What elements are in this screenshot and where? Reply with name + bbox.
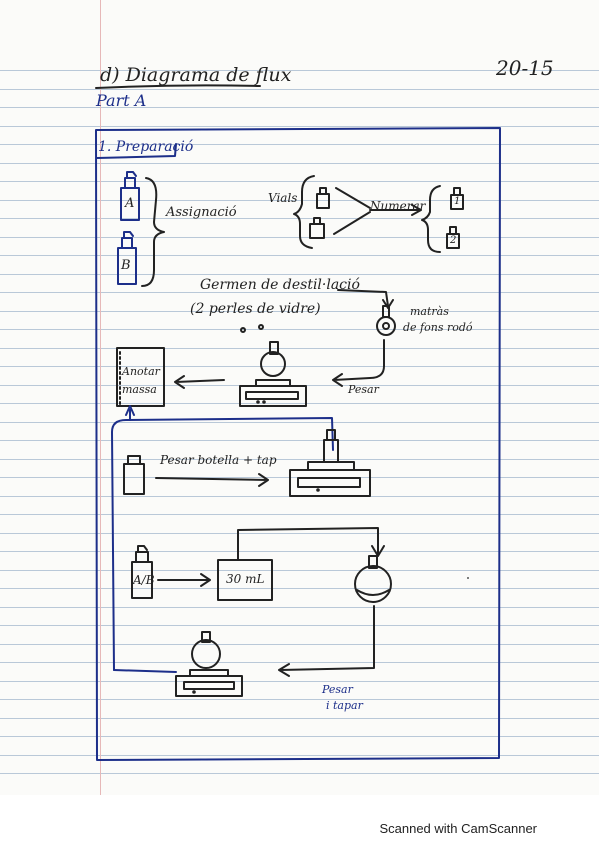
vials-label: Vials <box>268 191 298 205</box>
volume-box <box>217 559 273 601</box>
flask-label-2: de fons rodó <box>403 321 473 334</box>
boiling-chips-label-1: Germen de destil·lació <box>200 277 360 293</box>
ruled-line <box>0 736 599 737</box>
vial-2-icon <box>446 226 460 249</box>
merge-arrows <box>333 187 422 235</box>
weigh-cap-label-2: i tapar <box>326 699 363 712</box>
round-flask-icon <box>376 305 396 336</box>
ruled-line <box>0 607 599 608</box>
assignment-label: Assignació <box>166 205 237 220</box>
ruled-line <box>0 292 599 293</box>
ruled-line <box>0 514 599 515</box>
to-volume-arrow <box>157 573 211 587</box>
ruled-line <box>0 459 599 460</box>
flask-label-1: matràs <box>410 305 449 318</box>
ruled-line <box>0 570 599 571</box>
ruled-line <box>0 644 599 645</box>
page-subtitle: Part A <box>96 91 147 110</box>
vial-1-icon <box>450 187 464 210</box>
vial-1-label: 1 <box>454 196 461 207</box>
ruled-line <box>0 681 599 682</box>
page-number: 20-15 <box>496 56 554 80</box>
return-line <box>111 417 334 671</box>
ruled-line <box>0 773 599 774</box>
ruled-line <box>0 699 599 700</box>
ruled-line <box>0 274 599 275</box>
weigh-cap-label-1: Pesar <box>322 683 353 696</box>
bottle-b-icon <box>117 231 137 285</box>
bottle-ab-icon <box>131 545 153 599</box>
ruled-line <box>0 755 599 756</box>
bottle-a-label: A <box>125 196 135 211</box>
ruled-line <box>0 163 599 164</box>
vial-icon-bottom <box>309 217 325 239</box>
scanner-footer: Scanned with CamScanner <box>0 795 599 848</box>
to-large-flask-line <box>237 527 385 561</box>
weigh-label: Pesar <box>348 383 379 396</box>
ruled-line <box>0 181 599 182</box>
assignment-brace <box>141 177 165 287</box>
ruled-line <box>0 440 599 441</box>
return-line-up <box>125 405 135 421</box>
balance-3-return <box>113 669 177 673</box>
glass-bead-icon <box>240 327 246 333</box>
vials-brace <box>293 175 315 249</box>
bottle-b-label: B <box>121 258 131 273</box>
ruled-line <box>0 403 599 404</box>
weigh-bottle-arrow <box>155 473 269 487</box>
ruled-line <box>0 70 599 71</box>
title-underline <box>95 84 261 89</box>
ruled-line <box>0 144 599 145</box>
ruled-line <box>0 533 599 534</box>
weigh-bottle-label: Pesar botella + tap <box>160 453 277 467</box>
numerar-label: Numerar <box>370 199 426 213</box>
ruled-line <box>0 718 599 719</box>
ruled-line <box>0 366 599 367</box>
boiling-chips-label-2: (2 perles de vidre) <box>190 301 321 317</box>
flow-diagram-drawing <box>95 84 501 761</box>
notebook-icon <box>116 347 165 407</box>
balance-icon <box>239 341 307 407</box>
bottle-ab-label: A/B <box>133 573 155 587</box>
numbered-vials-brace <box>421 185 441 253</box>
large-round-flask-icon <box>354 555 392 603</box>
notebook-paper: 20-15 d) Diagrama de flux Part A 1. Prep… <box>0 0 599 795</box>
speck <box>467 577 469 579</box>
to-notebook-arrow <box>174 375 225 389</box>
section-title: 1. Preparació <box>98 139 194 155</box>
ruled-line <box>0 662 599 663</box>
ruled-line <box>0 311 599 312</box>
ruled-line <box>0 126 599 127</box>
section-title-box <box>96 143 177 159</box>
ruled-line <box>0 422 599 423</box>
diagram-frame <box>95 127 501 761</box>
vial-2-label: 2 <box>450 235 457 246</box>
bottle-a-icon <box>120 171 140 221</box>
notebook-label-2: massa <box>122 383 157 396</box>
ruled-line <box>0 89 599 90</box>
notebook-label-1: Anotar <box>122 365 160 378</box>
to-balance-3-arrow <box>278 605 375 677</box>
ruled-line <box>0 255 599 256</box>
bottle-weigh-icon <box>123 455 145 495</box>
vial-icon-top <box>316 187 330 209</box>
ruled-line <box>0 551 599 552</box>
ruled-line <box>0 588 599 589</box>
to-balance-arrow <box>332 339 385 387</box>
ruled-line <box>0 329 599 330</box>
ruled-line <box>0 200 599 201</box>
scanner-watermark: Scanned with CamScanner <box>379 821 537 836</box>
margin-line <box>100 0 101 795</box>
ruled-line <box>0 107 599 108</box>
glass-bead-icon <box>258 324 264 330</box>
balance-icon-3 <box>175 631 243 697</box>
ruled-line <box>0 625 599 626</box>
balance-icon-2 <box>289 429 371 497</box>
volume-label: 30 mL <box>226 572 265 586</box>
page-title: d) Diagrama de flux <box>100 64 292 86</box>
ruled-line <box>0 348 599 349</box>
